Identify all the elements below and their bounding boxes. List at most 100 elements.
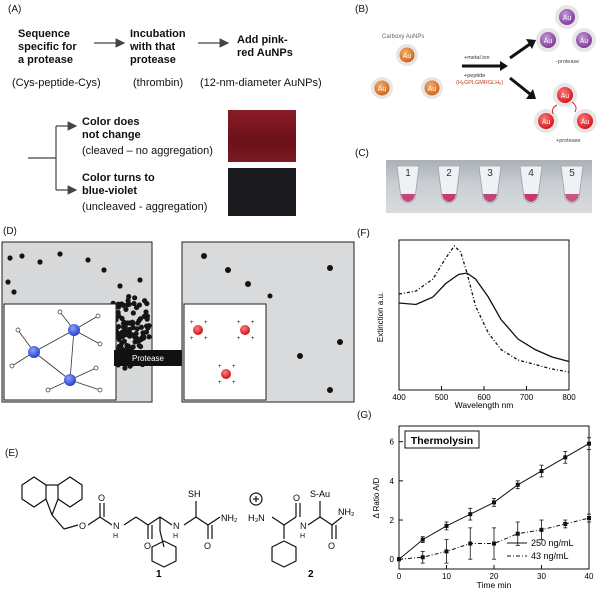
x-axis-label: Time min xyxy=(477,580,512,590)
svg-text:+: + xyxy=(251,336,255,342)
x-axis-label: Wavelength nm xyxy=(455,400,514,410)
data-point xyxy=(563,455,568,460)
data-point xyxy=(420,555,425,560)
y-tick-label: 6 xyxy=(390,438,395,447)
stray-particle xyxy=(101,267,107,273)
step3-note: (12-nm-diameter AuNPs) xyxy=(200,77,322,89)
aggregate-particle xyxy=(143,309,149,315)
x-tick-label: 30 xyxy=(537,572,546,581)
sh-group: SH xyxy=(188,489,201,499)
data-point xyxy=(563,521,568,526)
blue-nanoparticle xyxy=(68,324,80,336)
data-point xyxy=(515,531,520,536)
dispersed-dots xyxy=(201,253,343,393)
svg-text:O: O xyxy=(293,493,300,503)
step2-text: Incubation with that protease xyxy=(130,28,210,67)
panel-e-label: (E) xyxy=(5,448,19,459)
red-nanoparticle xyxy=(221,369,231,379)
legend-250: 250 ng/mL xyxy=(531,538,574,548)
data-point xyxy=(468,512,473,517)
red-nanoparticle xyxy=(240,325,250,335)
au-text: Au xyxy=(561,93,570,100)
charge-marks: ++++ ++++ ++++ xyxy=(190,320,255,386)
s-au-group: S-Au xyxy=(310,489,330,499)
svg-text:+: + xyxy=(204,320,208,326)
protease-label: Protease xyxy=(132,354,165,363)
stray-particle xyxy=(117,283,123,289)
stray-particle xyxy=(37,259,43,265)
au-text: Au xyxy=(563,15,572,22)
step3-line: red AuNPs xyxy=(237,47,293,59)
step2-line: protease xyxy=(130,54,176,66)
tube-number: 3 xyxy=(487,168,493,179)
stray-particle xyxy=(7,255,13,261)
svg-text:H: H xyxy=(113,533,118,540)
svg-text:+: + xyxy=(204,336,208,342)
panel-g-label: (G) xyxy=(357,410,372,421)
y-axis-label: Extinction a.u. xyxy=(376,292,385,342)
carboxy-label: Carboxy AuNPs xyxy=(382,34,424,40)
aggregate-particle xyxy=(136,342,142,349)
aggregate-particle xyxy=(130,344,136,350)
x-tick-label: 700 xyxy=(520,393,534,402)
data-point xyxy=(587,441,591,446)
au-text: Au xyxy=(428,86,437,93)
step1-text: Sequence specific for a protease xyxy=(18,28,108,67)
aggregate-particle xyxy=(119,329,125,335)
gold-nanoparticle xyxy=(424,80,440,96)
data-point xyxy=(587,516,591,521)
au-text: Au xyxy=(544,38,553,45)
aggregate-particle xyxy=(126,294,132,300)
plot-frame xyxy=(398,239,570,391)
aggregated-nanoparticles xyxy=(536,5,596,52)
step1-line: Sequence xyxy=(18,28,70,40)
y-tick-label: 4 xyxy=(390,477,395,486)
peptide-text: +peptide xyxy=(464,73,485,79)
aggregate-particle xyxy=(122,365,128,371)
aggregate-particle xyxy=(144,316,150,322)
aggregate-particle xyxy=(120,302,126,308)
aggregate-particle xyxy=(146,334,152,340)
svg-text:O: O xyxy=(144,541,151,551)
aggregate-particle xyxy=(136,337,142,344)
svg-text:+: + xyxy=(232,380,236,386)
step1-line: specific for xyxy=(18,41,77,53)
aggregate-particle xyxy=(125,297,131,304)
svg-text:O: O xyxy=(328,541,335,551)
panel-b-label: (B) xyxy=(355,4,369,15)
svg-text:+: + xyxy=(218,380,222,386)
spectrum-line xyxy=(398,272,570,363)
panel-c-label: (C) xyxy=(355,148,369,159)
tube-number: 5 xyxy=(569,168,575,179)
reaction-arrowhead xyxy=(500,61,508,71)
outcome2-line: Color turns to xyxy=(82,172,155,184)
aggregate-particle xyxy=(118,344,124,350)
branch-arrow xyxy=(509,42,531,60)
x-tick-label: 20 xyxy=(490,572,499,581)
step2-note: (thrombin) xyxy=(133,77,184,89)
aggregate-particle xyxy=(115,324,122,330)
au-text: Au xyxy=(581,119,590,126)
aggregate-particle xyxy=(123,306,129,312)
blue-nanoparticle xyxy=(28,346,40,358)
stray-particle xyxy=(11,289,17,295)
step3-text: Add pink- red AuNPs xyxy=(237,34,327,60)
svg-text:+: + xyxy=(190,336,194,342)
step1-note: (Cys-peptide-Cys) xyxy=(12,77,101,89)
outcome1-note: (cleaved – no aggregation) xyxy=(82,145,213,157)
svg-text:O: O xyxy=(79,521,86,531)
swatch-uncleaved xyxy=(228,168,296,216)
test-tube: 2 xyxy=(437,165,461,204)
tube-number: 2 xyxy=(446,168,452,179)
data-point xyxy=(444,549,449,554)
outcome2-note: (uncleaved - aggregation) xyxy=(82,201,208,213)
data-point xyxy=(492,500,496,505)
red-nanoparticle xyxy=(193,325,203,335)
x-tick-label: 800 xyxy=(562,393,576,402)
y-tick-label: 0 xyxy=(390,555,395,564)
ligand-ends xyxy=(9,309,103,393)
title-box xyxy=(404,430,480,449)
